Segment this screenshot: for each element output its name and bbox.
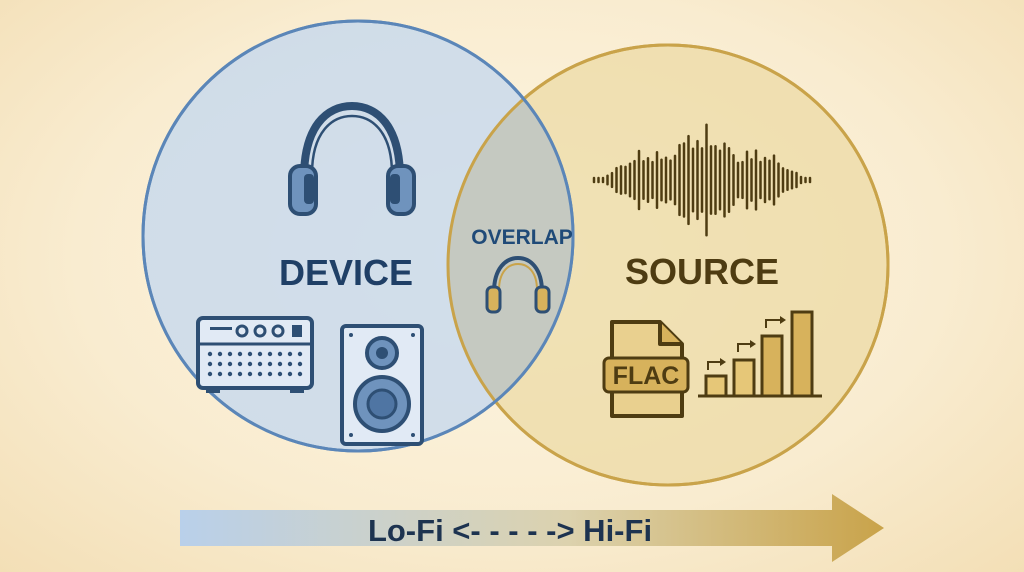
device-label: DEVICE xyxy=(279,252,413,293)
speaker-icon xyxy=(340,324,424,446)
overlap-label: OVERLAP xyxy=(471,226,573,249)
fidelity-spectrum-arrow: Lo-Fi <- - - - -> Hi-Fi xyxy=(180,494,884,562)
source-label: SOURCE xyxy=(625,251,779,292)
file-icon: FLAC xyxy=(602,320,690,418)
fidelity-spectrum-label: Lo-Fi <- - - - -> Hi-Fi xyxy=(368,513,652,548)
amplifier-icon xyxy=(196,316,314,393)
quality-bars-icon xyxy=(698,310,822,398)
headphones-icon xyxy=(288,101,416,216)
waveform-icon xyxy=(592,123,812,237)
file-format-label: FLAC xyxy=(613,362,680,390)
small-headphones-icon xyxy=(485,255,551,314)
